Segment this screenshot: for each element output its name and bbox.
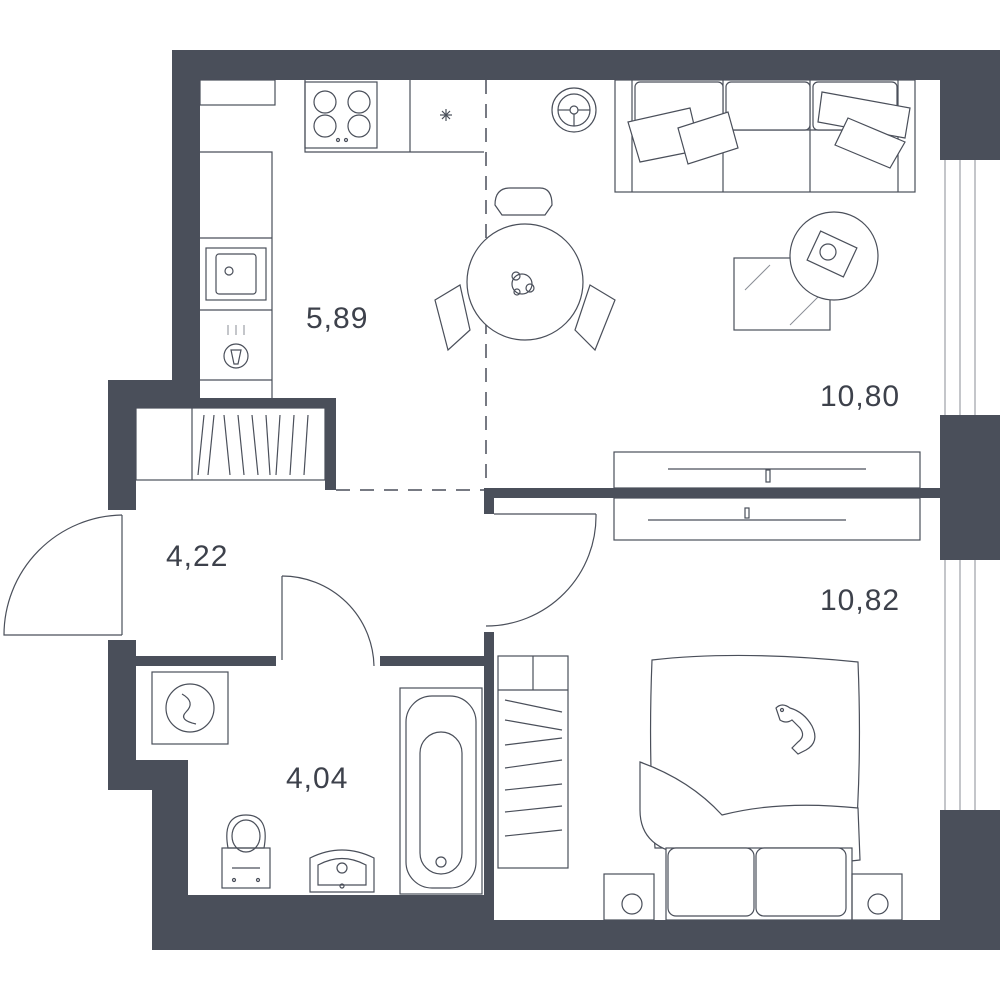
steering-wheel-icon xyxy=(551,87,597,133)
hallway-area-label: 4,22 xyxy=(166,540,228,573)
bed-icon xyxy=(603,654,903,921)
stove-icon xyxy=(304,81,378,149)
dishwasher-icon xyxy=(223,325,249,369)
living-room-area-label: 10,80 xyxy=(820,380,900,413)
entrance-door xyxy=(3,514,123,636)
fridge-snowflake-icon xyxy=(440,109,452,121)
kitchen-counter xyxy=(200,80,484,398)
windows xyxy=(944,160,976,810)
cat-icon xyxy=(775,704,816,755)
washing-machine-icon xyxy=(151,671,229,745)
bathroom-door xyxy=(281,575,375,667)
tv-icon xyxy=(613,451,921,541)
toilet-icon xyxy=(221,814,271,889)
dining-table-icon xyxy=(434,187,616,352)
kitchen-area-label: 5,89 xyxy=(306,302,368,335)
coffee-table-icon xyxy=(733,211,879,331)
bathroom-area-label: 4,04 xyxy=(286,762,348,795)
wardrobe-icon xyxy=(135,407,326,481)
washbasin-icon xyxy=(309,849,375,893)
bedroom-wardrobe-icon xyxy=(497,655,569,869)
sink-icon xyxy=(205,247,267,301)
bathtub-icon xyxy=(399,687,483,895)
walls xyxy=(108,50,1000,950)
bedroom-door xyxy=(485,513,597,627)
sofa-icon xyxy=(614,79,916,193)
bedroom-area-label: 10,82 xyxy=(820,584,900,617)
